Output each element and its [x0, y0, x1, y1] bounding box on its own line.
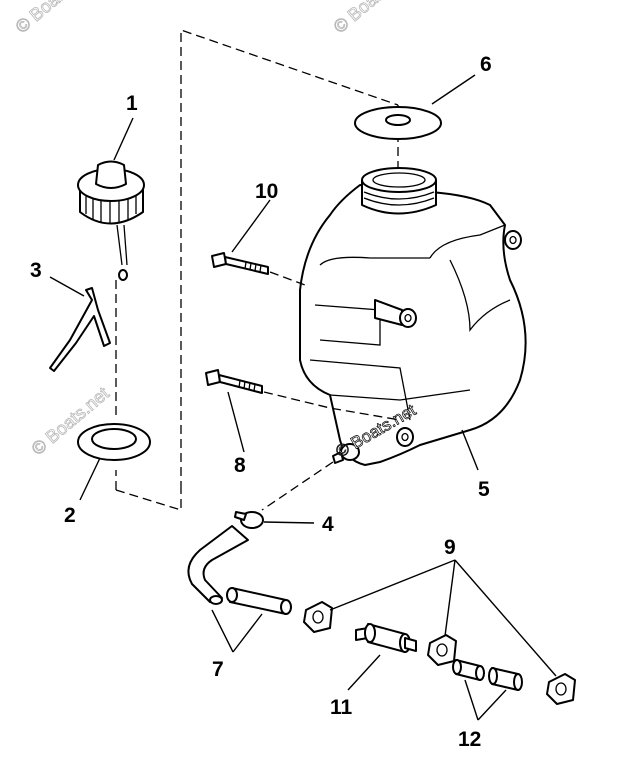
leader-10 [231, 199, 271, 253]
callout-11: 11 [330, 696, 353, 719]
leader-8 [227, 391, 245, 453]
leader-6 [431, 74, 476, 105]
outlet-dashed-line [261, 461, 334, 511]
clamp-part-4 [234, 511, 264, 529]
callout-8: 8 [234, 454, 246, 477]
clip-part-3 [49, 287, 111, 372]
callout-12: 12 [458, 728, 481, 751]
leader-5 [461, 429, 479, 471]
fuel-tank-part-5 [299, 167, 527, 466]
leader-9 [329, 559, 557, 677]
callout-5: 5 [478, 478, 490, 501]
leader-2 [79, 457, 101, 501]
bolt-10-dashed-line [269, 271, 306, 286]
watermark-top-left: © Boats.net [12, 0, 97, 37]
callout-7: 7 [212, 658, 224, 681]
callout-4: 4 [322, 513, 334, 536]
hose-part-12 [452, 659, 523, 691]
washer-part-6 [354, 106, 442, 140]
watermark-top-right: © Boats.net [330, 0, 415, 37]
callout-2: 2 [64, 504, 76, 527]
clamp-part-9-c [546, 673, 576, 705]
frame-bottom-dashed-line [115, 489, 182, 511]
leader-11 [347, 654, 381, 691]
bolt-part-8 [205, 369, 263, 394]
gasket-part-2 [77, 423, 151, 461]
leader-4 [263, 521, 315, 524]
callout-6: 6 [480, 53, 492, 76]
callout-10: 10 [255, 180, 278, 203]
leader-12 [464, 679, 507, 721]
bolt-8-dashed-line [263, 391, 401, 421]
hose-part-7 [187, 525, 292, 615]
fitting-part-11 [355, 623, 417, 653]
clamp-part-9-b [427, 634, 457, 666]
bolt-part-10 [211, 252, 269, 275]
callout-3: 3 [30, 259, 42, 282]
clamp-part-9-a [303, 601, 333, 633]
leader-7 [211, 609, 263, 653]
filler-cap-part-1 [77, 160, 145, 281]
callout-1: 1 [126, 92, 138, 115]
leader-3 [49, 276, 85, 297]
leader-1 [113, 117, 134, 161]
callout-9: 9 [444, 536, 456, 559]
